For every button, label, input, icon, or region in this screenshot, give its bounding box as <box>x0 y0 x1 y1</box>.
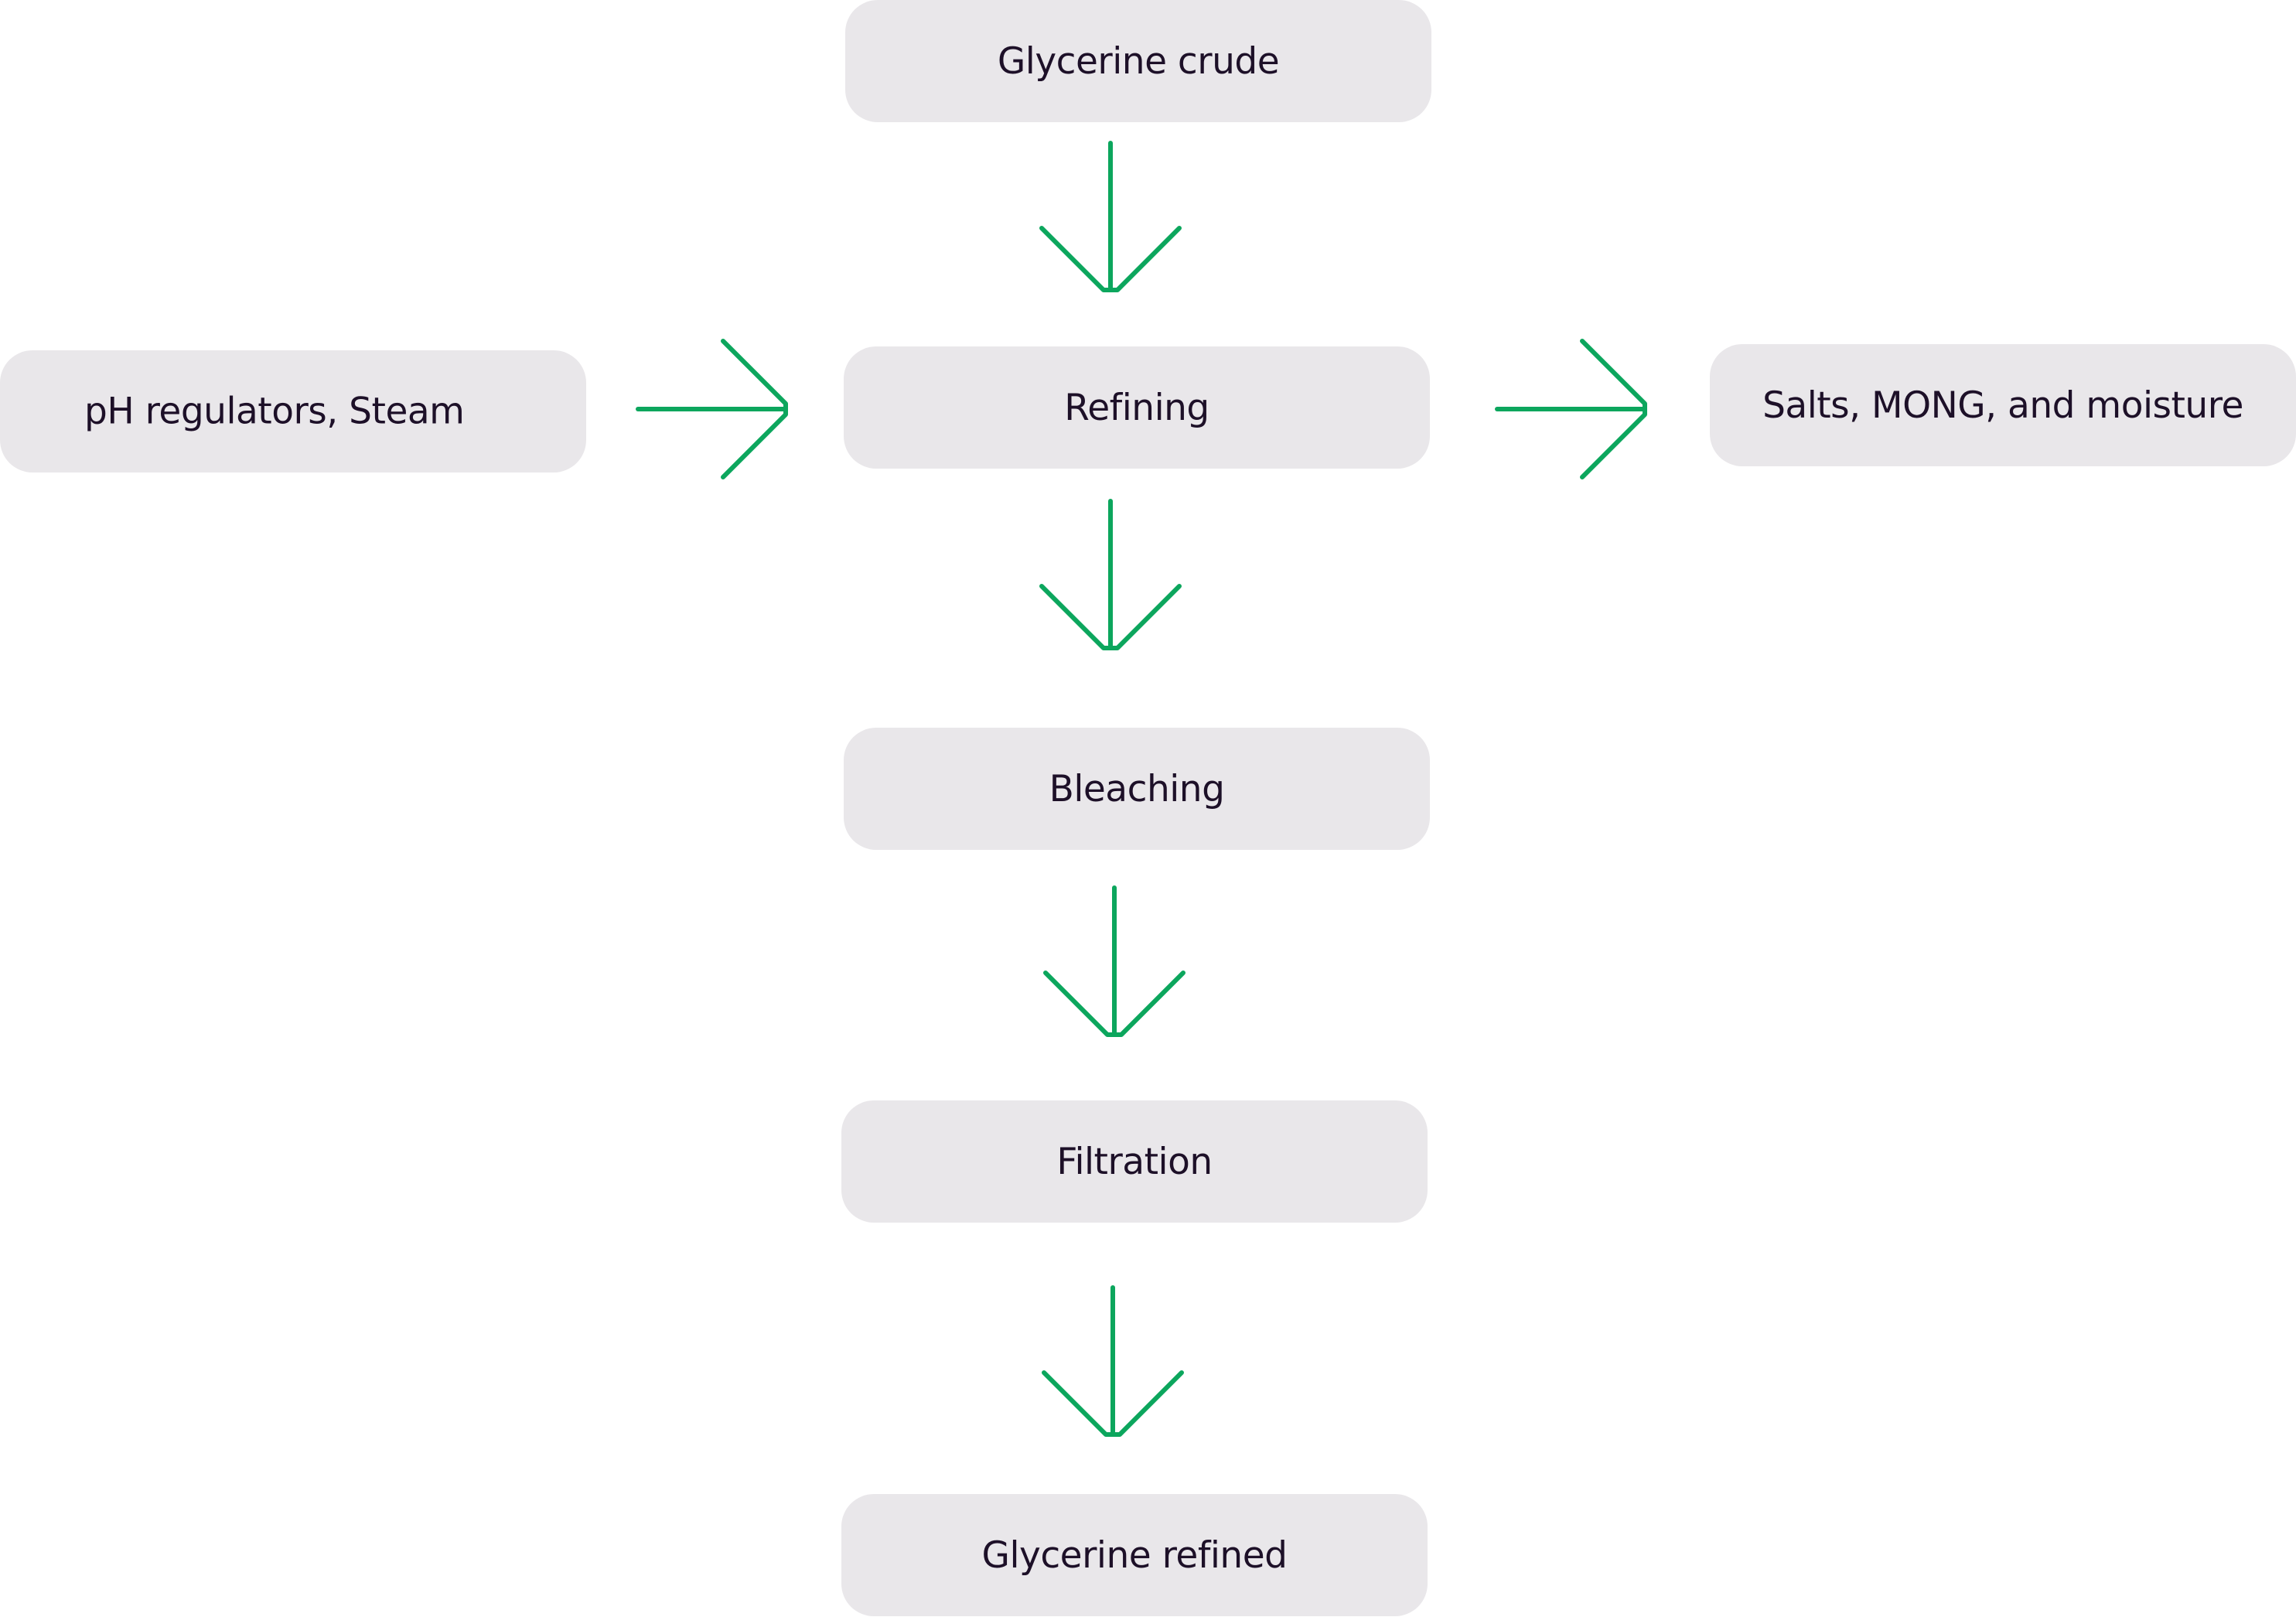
arrow-head <box>1580 339 1647 479</box>
arrow-head <box>1042 1370 1184 1437</box>
node-label: Filtration <box>1056 1140 1213 1183</box>
arrow-down-icon <box>1039 141 1182 292</box>
arrow-down-icon <box>1039 499 1182 650</box>
node-label: Glycerine refined <box>981 1533 1288 1577</box>
arrow-down-icon <box>1043 885 1186 1037</box>
arrow-right-icon <box>636 339 788 479</box>
arrow-down-icon <box>1042 1285 1184 1437</box>
arrow-head <box>1039 226 1182 292</box>
node-filtration: Filtration <box>841 1100 1428 1223</box>
node-refining: Refining <box>844 346 1430 469</box>
node-label: Salts, MONG, and moisture <box>1762 384 2243 427</box>
node-label: Bleaching <box>1049 767 1225 810</box>
node-outputs: Salts, MONG, and moisture <box>1710 344 2296 466</box>
arrow-right-icon <box>1495 339 1647 479</box>
node-label: Glycerine crude <box>997 39 1280 83</box>
node-inputs: pH regulators, Steam <box>0 350 586 472</box>
node-glycerine-refined: Glycerine refined <box>841 1494 1428 1616</box>
arrow-head <box>1039 584 1182 650</box>
node-label: pH regulators, Steam <box>84 390 465 433</box>
arrow-head <box>721 339 788 479</box>
node-glycerine-crude: Glycerine crude <box>845 0 1431 122</box>
arrow-head <box>1043 971 1186 1037</box>
node-label: Refining <box>1064 386 1209 429</box>
node-bleaching: Bleaching <box>844 728 1430 850</box>
